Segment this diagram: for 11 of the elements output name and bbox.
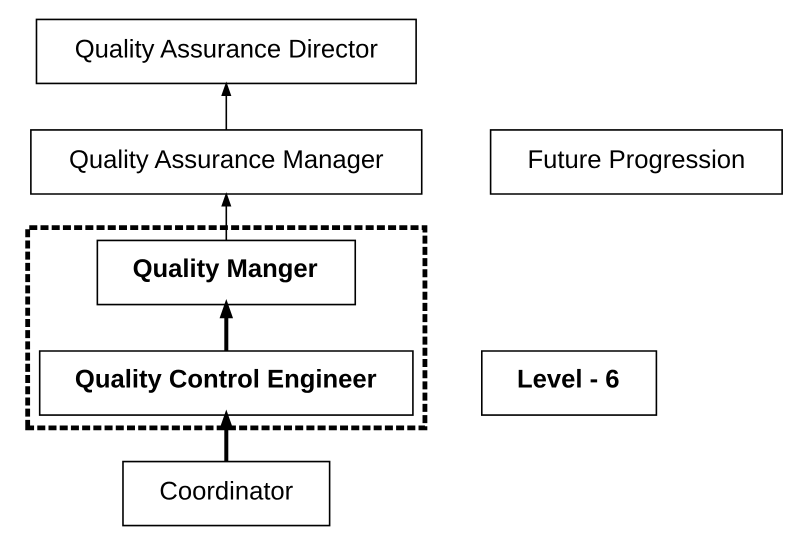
node-box: Quality Assurance Director — [36, 18, 417, 84]
node-box: Level - 6 — [481, 350, 658, 416]
node-box: Quality Manger — [96, 239, 356, 305]
arrow — [221, 192, 232, 240]
node-box: Coordinator — [122, 460, 330, 526]
arrow — [220, 408, 234, 461]
arrow — [221, 81, 232, 130]
node-box: Quality Control Engineer — [38, 350, 414, 416]
node-box: Quality Assurance Manager — [30, 128, 423, 194]
arrow — [220, 298, 234, 350]
node-box: Future Progression — [490, 128, 783, 194]
